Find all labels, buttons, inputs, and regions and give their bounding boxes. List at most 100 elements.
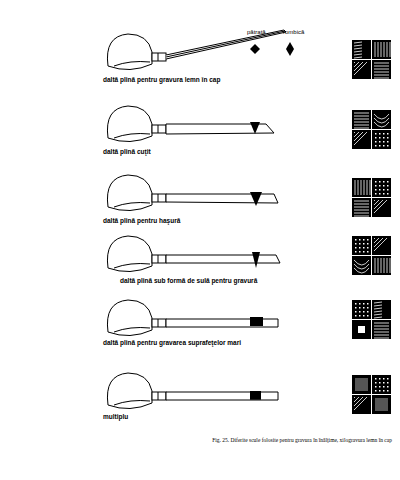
- drawing-stroke: [374, 122, 389, 127]
- drawing-stroke: [374, 326, 389, 327]
- drawing-stroke: [359, 239, 361, 241]
- drawing-stroke: [374, 311, 382, 312]
- drawing-stroke: [354, 201, 369, 202]
- drawing-stroke: [384, 42, 385, 57]
- drawing-stroke: [390, 42, 391, 57]
- drawing-stroke: [363, 243, 365, 245]
- drawing-stroke: [354, 48, 362, 49]
- drawing-stroke: [375, 133, 377, 135]
- ferrule: [152, 53, 166, 61]
- drawing-stroke: [383, 181, 385, 183]
- mushroom-handle: [107, 300, 152, 336]
- drawing-stroke: [352, 178, 371, 197]
- flat-section: [250, 317, 263, 326]
- drawing-stroke: [355, 251, 357, 253]
- tool-label: multiplu: [103, 413, 128, 420]
- drawing-stroke: [355, 311, 357, 313]
- drawing-stroke: [383, 133, 385, 135]
- handle-line: [114, 203, 150, 208]
- drawing-stroke: [387, 137, 389, 139]
- drawing-stroke: [352, 130, 371, 149]
- drawing-stroke: [367, 239, 369, 241]
- drawing-stroke: [383, 185, 385, 187]
- tool-label: daltă plină pentru haşură: [103, 217, 180, 224]
- texture-sample: [352, 236, 391, 275]
- drawing-stroke: [363, 239, 365, 241]
- section-label: pătrată: [247, 29, 266, 36]
- drawing-stroke: [383, 386, 385, 388]
- drawing-stroke: [375, 382, 377, 384]
- drawing-stroke: [359, 251, 361, 253]
- chisel-tool: [107, 30, 286, 70]
- drawing-stroke: [387, 185, 389, 187]
- drawing-stroke: [374, 200, 383, 209]
- drawing-stroke: [383, 378, 385, 380]
- drawing-stroke: [375, 258, 376, 273]
- drawing-stroke: [354, 397, 355, 398]
- drawing-stroke: [374, 200, 375, 201]
- drawing-stroke: [354, 51, 362, 52]
- drawing-stroke: [359, 303, 361, 305]
- drawing-stroke: [158, 125, 159, 133]
- drawing-stroke: [354, 57, 362, 58]
- blade: [166, 255, 280, 263]
- handle-line: [114, 401, 150, 406]
- mushroom-handle: [107, 34, 152, 70]
- drawing-stroke: [354, 119, 369, 120]
- drawing-stroke: [354, 216, 369, 217]
- tool-label: daltă plină cuţit: [103, 148, 151, 155]
- drawing-stroke: [387, 189, 389, 191]
- drawing-stroke: [354, 62, 363, 71]
- drawing-stroke: [352, 110, 371, 129]
- drawing-stroke: [355, 307, 357, 309]
- drawing-stroke: [374, 66, 389, 67]
- drawing-stroke: [387, 145, 389, 147]
- drawing-stroke: [354, 213, 369, 214]
- drawing-stroke: [359, 311, 361, 313]
- drawing-stroke: [354, 132, 363, 141]
- drawing-stroke: [379, 382, 381, 384]
- mushroom-handle: [107, 373, 152, 409]
- drawing-stroke: [372, 256, 391, 275]
- chisel-tool: [107, 175, 278, 211]
- drawing-stroke: [355, 303, 357, 305]
- drawing-stroke: [374, 114, 389, 119]
- drawing-stroke: [354, 204, 369, 205]
- drawing-stroke: [387, 378, 389, 380]
- drawing-stroke: [379, 181, 381, 183]
- ferrule: [152, 125, 166, 133]
- drawing-stroke: [379, 137, 381, 139]
- drawing-stroke: [158, 392, 159, 400]
- drawing-stroke: [359, 315, 361, 317]
- drawing-stroke: [363, 303, 365, 305]
- figure-caption: Fig. 25. Diferite scule folosite pentru …: [212, 437, 392, 443]
- drawing-stroke: [374, 308, 382, 309]
- drawing-stroke: [354, 42, 362, 43]
- texture-sample: [352, 110, 391, 149]
- drawing-stroke: [374, 314, 382, 315]
- drawing-stroke: [375, 137, 377, 139]
- drawing-stroke: [367, 251, 369, 253]
- drawing-stroke: [354, 264, 369, 269]
- drawing-stroke: [375, 141, 377, 143]
- drawing-stroke: [355, 247, 357, 249]
- rhombic-section: [286, 42, 294, 56]
- drawing-stroke: [355, 315, 357, 317]
- hatch-section: [250, 192, 262, 206]
- drawing-stroke: [354, 45, 362, 46]
- drawing-stroke: [374, 238, 383, 247]
- knife-section: [250, 122, 260, 134]
- drawing-stroke: [372, 320, 391, 339]
- chisel-tool: [107, 300, 278, 336]
- drawing-stroke: [383, 145, 385, 147]
- drawing-stroke: [355, 180, 356, 195]
- drawing-stroke: [354, 210, 369, 211]
- drawing-stroke: [358, 326, 365, 333]
- chisel-tool: [107, 236, 280, 272]
- drawing-stroke: [387, 386, 389, 388]
- drawing-stroke: [355, 378, 368, 391]
- mushroom-handle: [107, 175, 152, 211]
- drawing-stroke: [379, 141, 381, 143]
- drawing-stroke: [374, 78, 389, 79]
- blade: [166, 30, 286, 59]
